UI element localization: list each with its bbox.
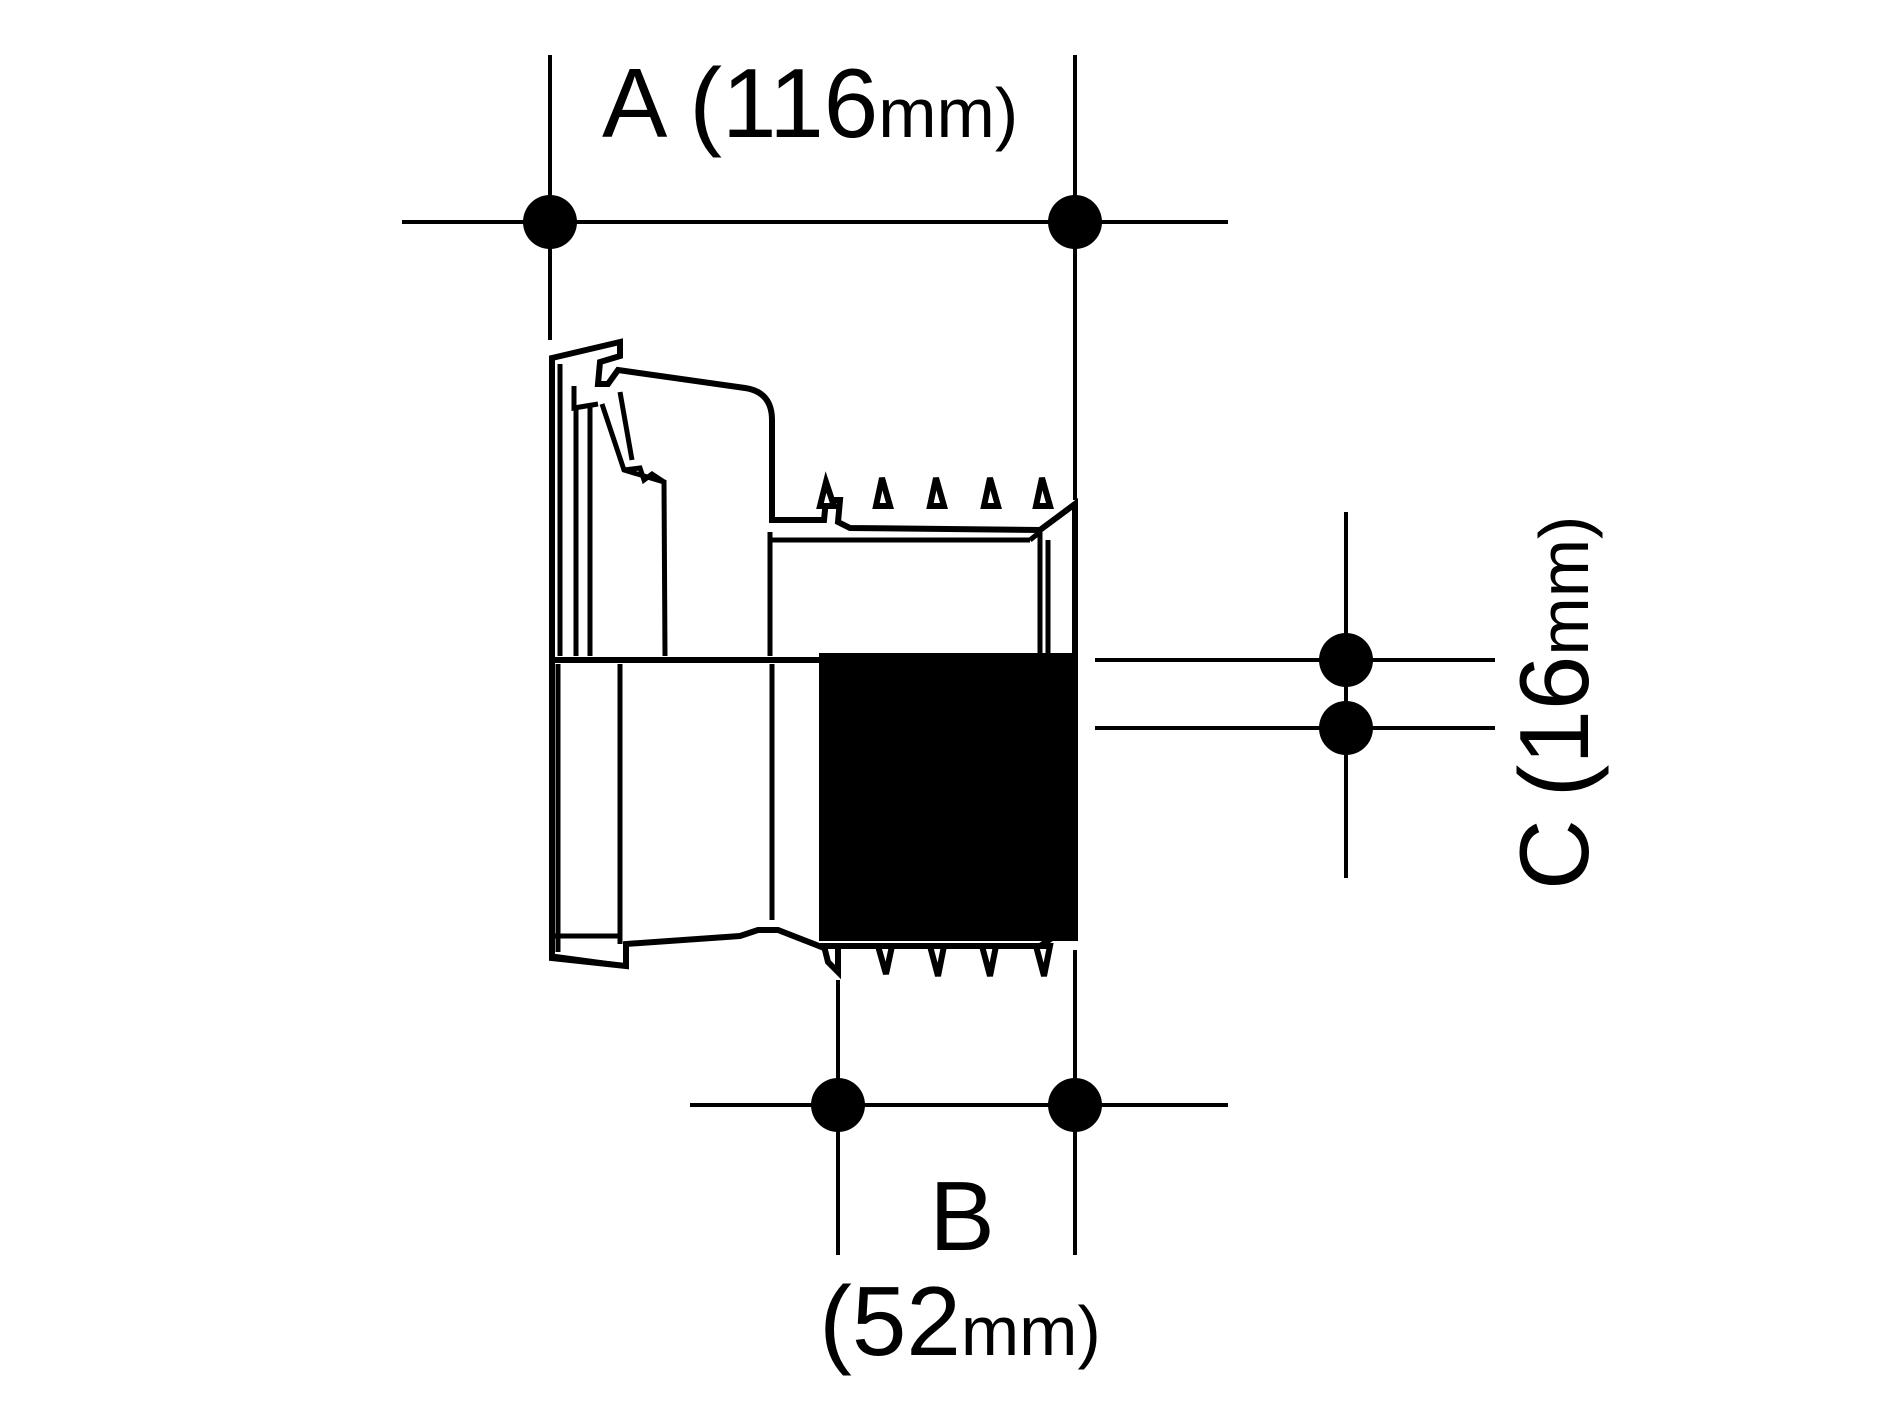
dim-a-unit: mm): [878, 74, 1018, 152]
dim-c-label: C (16mm): [1499, 516, 1609, 890]
dim-b-node-left: [811, 1078, 865, 1132]
dim-b-value-label: (52mm): [819, 1266, 1101, 1376]
dim-b-letter: B: [929, 1161, 994, 1271]
body-lower-details: [551, 664, 775, 969]
cap-inner-details: [557, 364, 1051, 657]
dim-c-node-top: [1319, 633, 1373, 687]
dim-c-unit: mm): [1525, 516, 1603, 656]
dim-a-node-left: [523, 195, 577, 249]
thread-teeth-upper: [816, 471, 1054, 509]
thread-teeth-lower: [820, 943, 1054, 980]
dim-b-value: (52: [819, 1266, 961, 1376]
dim-b-unit: mm): [961, 1292, 1101, 1370]
dim-a-label: A(116mm): [602, 48, 1018, 158]
dim-c-value: (16: [1499, 656, 1609, 798]
dim-c-letter: C: [1499, 819, 1609, 890]
dim-c-node-bottom: [1319, 701, 1373, 755]
cover-profile-upper: [549, 338, 1078, 663]
dim-a-letter: A: [602, 48, 668, 158]
dim-b-node-right: [1048, 1078, 1102, 1132]
pulley-part: [549, 338, 1078, 980]
dimension-c: [1095, 512, 1495, 878]
threaded-core: [819, 653, 1078, 941]
dim-a-node-right: [1048, 195, 1102, 249]
dim-a-value: (116: [689, 48, 878, 158]
